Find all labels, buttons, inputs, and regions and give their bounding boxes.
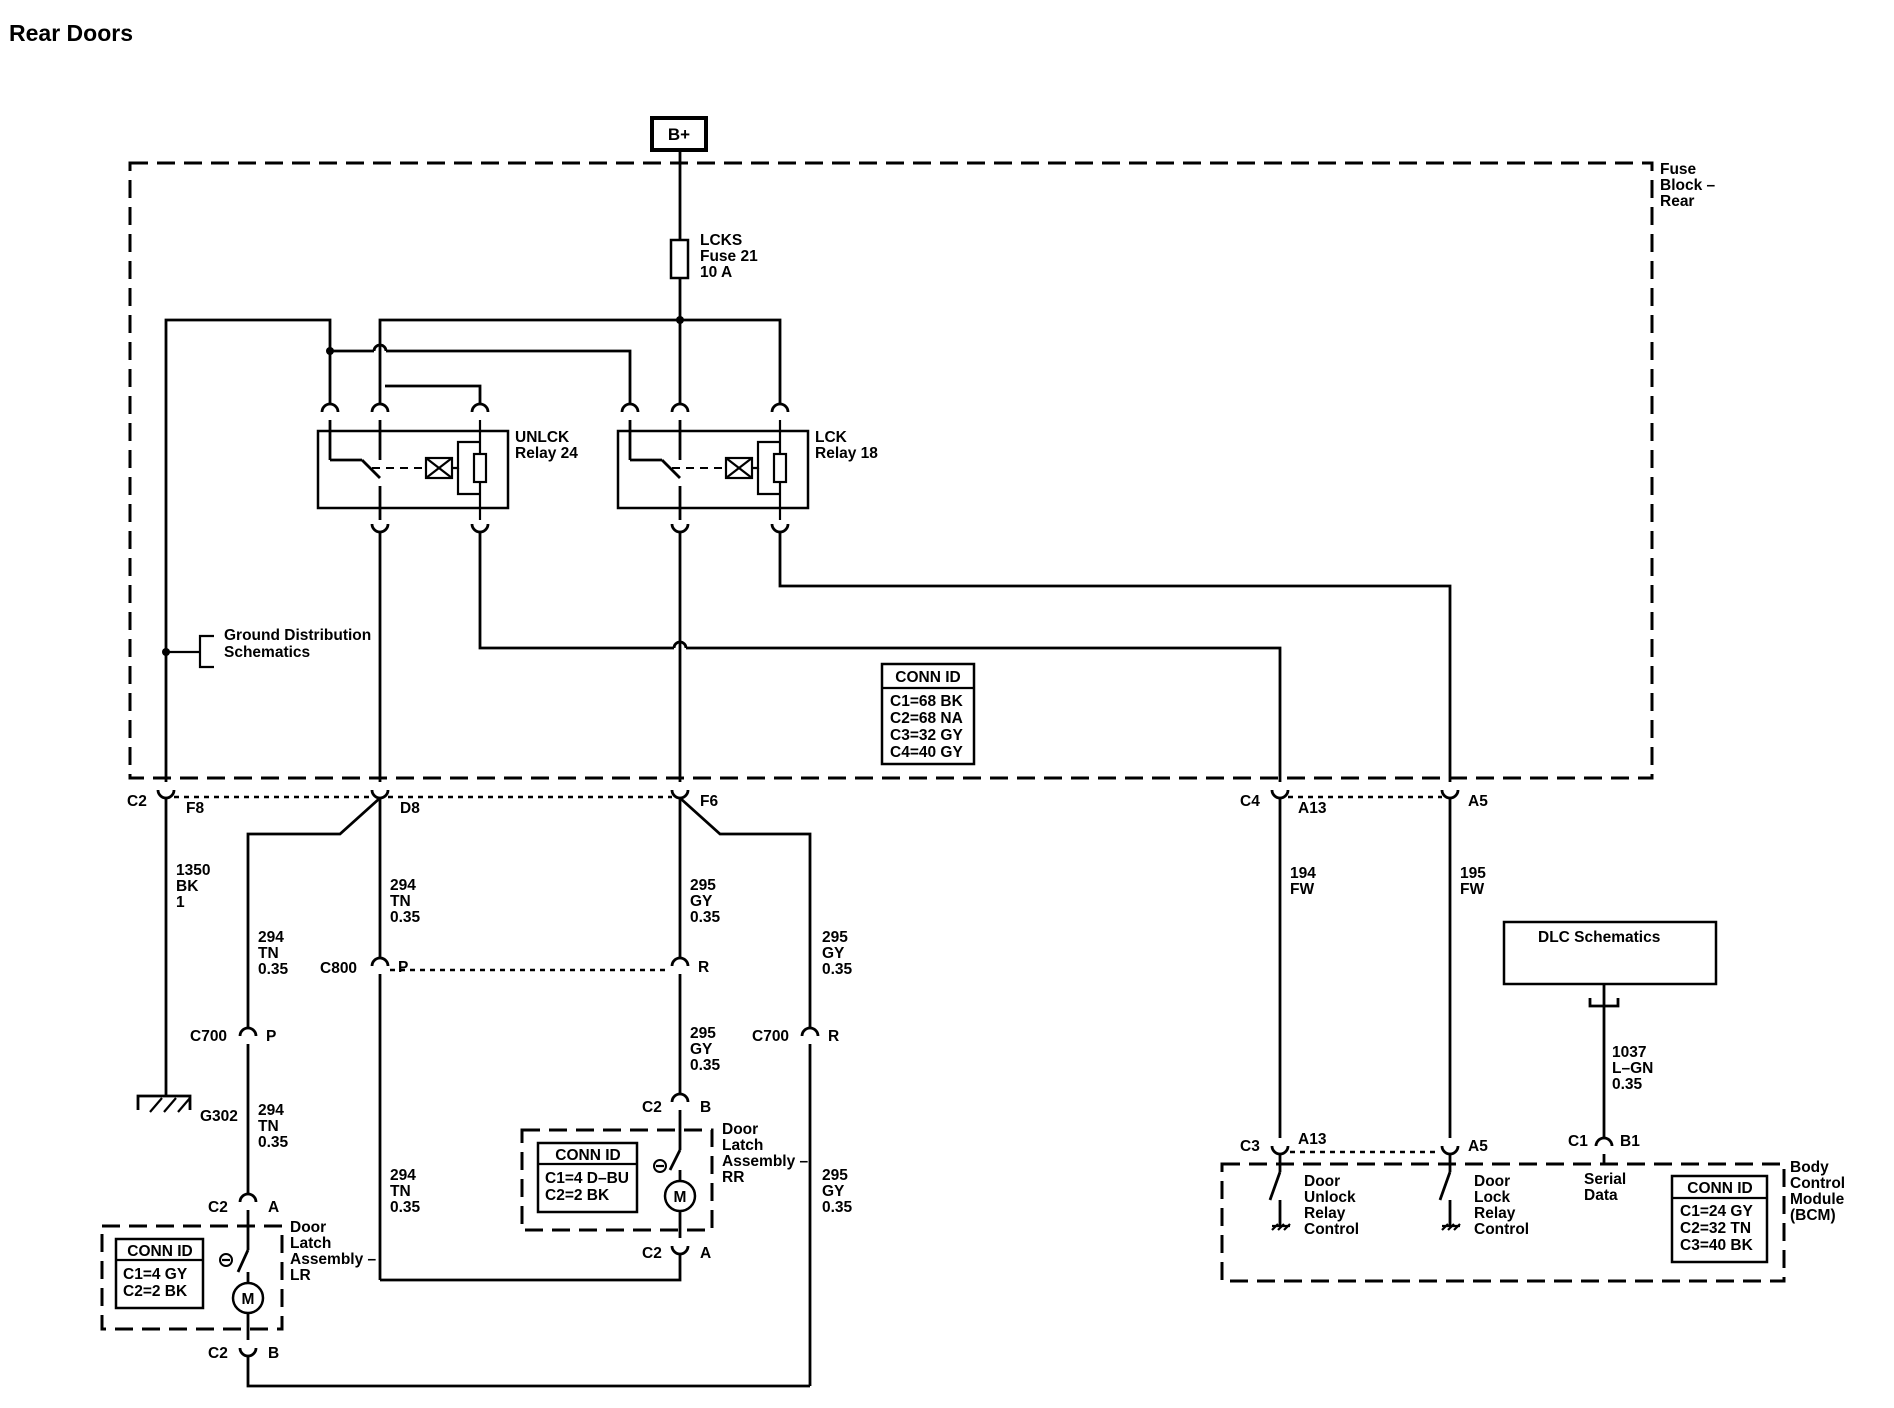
svg-text:P: P	[266, 1028, 276, 1045]
ground-distribution-ref: Ground Distribution Schematics	[166, 627, 376, 669]
ground-g302: G302	[136, 1090, 238, 1125]
unlock-relay: UNLCK Relay 24	[316, 420, 578, 520]
svg-text:C4: C4	[1240, 793, 1260, 810]
lock-relay-label: LCK Relay 18	[815, 429, 878, 462]
fuse-block-boundary	[128, 161, 1654, 780]
harness-wiring: C800 P R C700 P C700 R	[164, 796, 839, 1388]
fuse-label: LCKS Fuse 21 10 A	[700, 232, 762, 281]
lock-relay: LCK Relay 18	[616, 420, 878, 520]
svg-text:R: R	[698, 959, 709, 976]
svg-text:M: M	[674, 1189, 687, 1206]
ground-distribution-label: Ground Distribution Schematics	[224, 627, 376, 661]
fuse-lcks: LCKS Fuse 21 10 A	[669, 150, 762, 320]
svg-text:M: M	[242, 1291, 255, 1308]
svg-text:A5: A5	[1468, 1138, 1488, 1155]
svg-text:C2: C2	[642, 1245, 662, 1262]
svg-text:F8: F8	[186, 800, 204, 817]
svg-text:C800: C800	[320, 960, 357, 977]
svg-text:C700: C700	[752, 1028, 789, 1045]
dlc-schematics-ref: DLC Schematics	[1502, 920, 1718, 1138]
svg-text:C2: C2	[127, 793, 147, 810]
svg-text:C2: C2	[208, 1199, 228, 1216]
svg-text:B: B	[268, 1345, 279, 1362]
svg-text:C2: C2	[208, 1345, 228, 1362]
battery-positive: B+	[650, 116, 708, 152]
svg-text:DLC Schematics: DLC Schematics	[1538, 929, 1660, 946]
svg-text:F6: F6	[700, 793, 718, 810]
svg-text:P: P	[398, 959, 408, 976]
relay-bottom-terminals	[370, 523, 1452, 778]
page-title: Rear Doors	[9, 20, 133, 46]
svg-text:B1: B1	[1620, 1133, 1640, 1150]
fuse-block-conn-id: CONN ID C1=68 BK C2=68 NA C3=32 GY C4=40…	[880, 662, 976, 766]
svg-text:C2: C2	[642, 1099, 662, 1116]
svg-text:A13: A13	[1298, 1131, 1327, 1148]
battery-positive-label: B+	[668, 125, 690, 144]
svg-text:B: B	[700, 1099, 711, 1116]
svg-text:CONN ID: CONN ID	[895, 669, 960, 686]
svg-text:CONN ID: CONN ID	[555, 1147, 620, 1164]
svg-text:A: A	[700, 1245, 711, 1262]
unlock-relay-label: UNLCK Relay 24	[515, 429, 578, 462]
fuse-block-name: Fuse Block – Rear	[1660, 161, 1719, 210]
fuse-block-internal-wiring	[162, 316, 782, 778]
svg-text:D8: D8	[400, 800, 420, 817]
svg-text:A5: A5	[1468, 793, 1488, 810]
fuse-block-harness-connectors: C2 F8 D8 F6 C4 A13 A5	[127, 778, 1488, 817]
svg-text:A: A	[268, 1199, 279, 1216]
svg-text:R: R	[828, 1028, 839, 1045]
svg-text:C700: C700	[190, 1028, 227, 1045]
svg-text:C1: C1	[1568, 1133, 1588, 1150]
relay-top-terminals	[320, 396, 790, 413]
svg-text:G302: G302	[200, 1108, 238, 1125]
svg-text:A13: A13	[1298, 800, 1327, 817]
svg-text:C3: C3	[1240, 1138, 1260, 1155]
svg-text:CONN ID: CONN ID	[1687, 1180, 1752, 1197]
svg-text:CONN ID: CONN ID	[127, 1243, 192, 1260]
svg-text:C1=68 BK C2=68 NA: C1=68 BK C2=68 NA C3=32 GY C4=40 GY	[890, 693, 967, 761]
